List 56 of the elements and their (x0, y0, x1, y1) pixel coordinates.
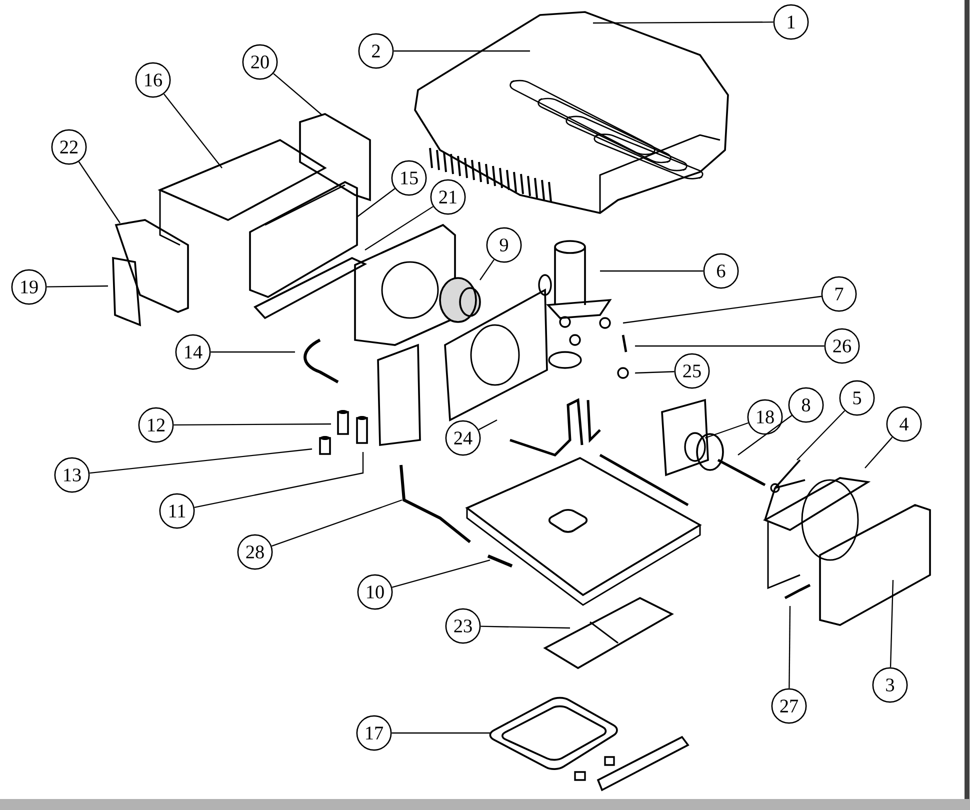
callout-number: 17 (356, 715, 392, 751)
callout-number: 23 (445, 608, 481, 644)
callout-number: 28 (237, 534, 273, 570)
callout-number: 13 (54, 457, 90, 493)
callout-number: 15 (391, 160, 427, 196)
leader-line (593, 22, 774, 24)
callout-number: 16 (135, 62, 171, 98)
leader-line (78, 161, 120, 224)
leader-line (272, 499, 402, 547)
leader-line (392, 559, 490, 588)
callout-number: 2 (358, 33, 394, 69)
callout-number: 12 (138, 407, 174, 443)
leader-line (600, 270, 704, 272)
leader-line (194, 452, 364, 508)
leader-line (478, 420, 498, 430)
leader-line (788, 606, 791, 688)
leader-line (356, 188, 396, 218)
leader-line (210, 351, 295, 353)
callout-number: 7 (821, 276, 857, 312)
leader-line (273, 73, 322, 116)
leader-line (90, 448, 312, 474)
leader-line (635, 345, 824, 347)
callout-number: 21 (430, 179, 466, 215)
callout-number: 19 (11, 269, 47, 305)
leader-line (174, 423, 331, 426)
callout-number: 6 (703, 253, 739, 289)
leader-line (634, 371, 674, 374)
callout-number: 26 (824, 328, 860, 364)
leader-line (622, 296, 822, 324)
leader-line (480, 259, 494, 280)
leader-line (864, 436, 893, 468)
callout-number: 22 (51, 129, 87, 165)
callout-number: 8 (788, 387, 824, 423)
leader-line (46, 285, 108, 288)
callout-number: 24 (445, 420, 481, 456)
leader-line (796, 410, 846, 460)
callout-number: 4 (886, 406, 922, 442)
leader-line (164, 94, 222, 168)
callout-number: 10 (357, 574, 393, 610)
callout-number: 1 (773, 4, 809, 40)
leader-line (394, 50, 530, 52)
callout-number: 14 (175, 334, 211, 370)
callout-number: 11 (159, 493, 195, 529)
callout-number: 9 (486, 227, 522, 263)
callout-number: 5 (839, 380, 875, 416)
callout-number: 3 (872, 667, 908, 703)
callout-number: 18 (747, 399, 783, 435)
leader-line (890, 580, 894, 668)
leader-line (704, 422, 748, 439)
callout-number: 27 (771, 688, 807, 724)
leader-line (392, 732, 490, 734)
callout-number: 20 (242, 44, 278, 80)
leader-line (738, 415, 792, 456)
leader-line (364, 206, 434, 250)
leader-line (480, 626, 570, 629)
callout-number: 25 (674, 353, 710, 389)
